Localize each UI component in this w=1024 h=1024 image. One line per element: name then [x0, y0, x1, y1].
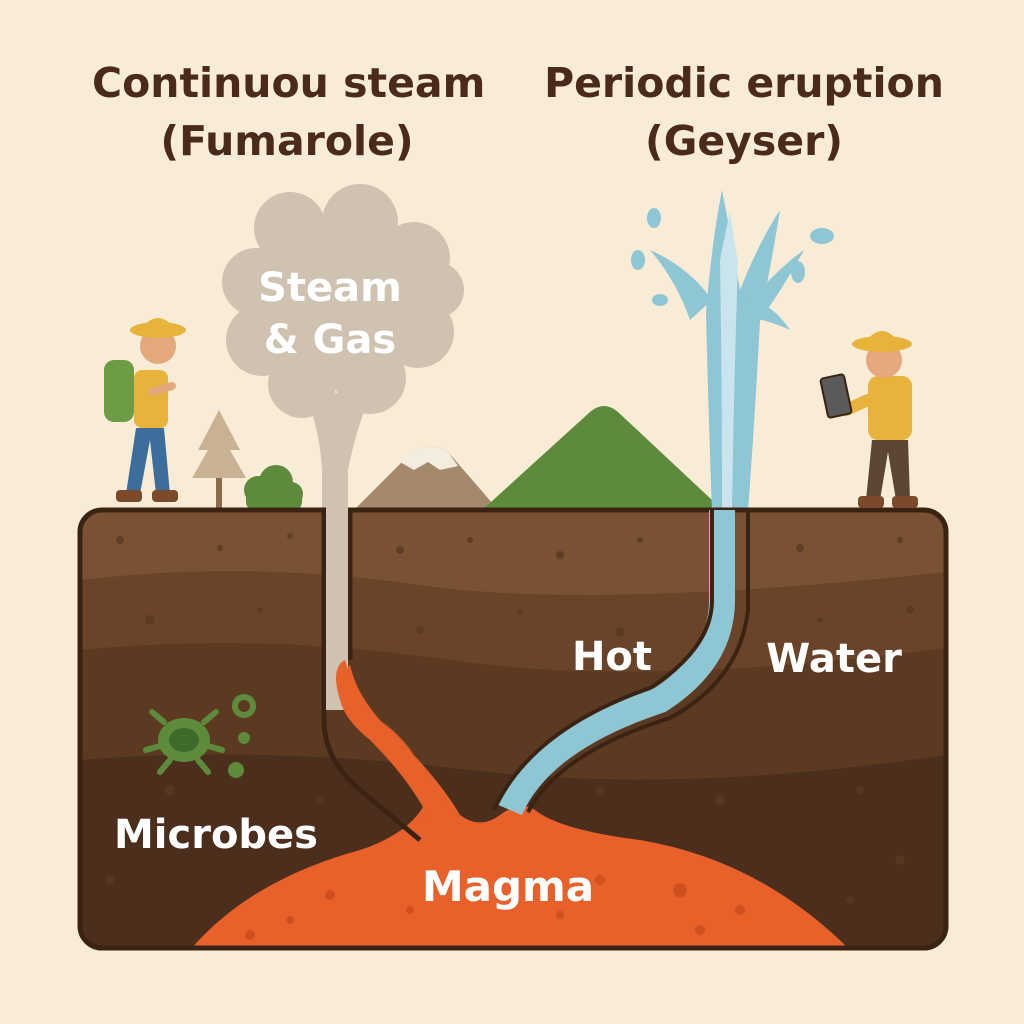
fumarole-title-line2: (Fumarole) — [160, 117, 414, 165]
researcher-icon — [840, 331, 918, 508]
volcano-icon — [352, 446, 500, 512]
bush-icon — [244, 465, 303, 510]
fumarole-title: Continuou steam (Fumarole) — [92, 54, 486, 170]
steam-label-line2: & Gas — [263, 317, 397, 363]
microbe-icon — [143, 694, 256, 778]
geyser-channel — [498, 510, 735, 816]
magma-label: Magma — [421, 862, 595, 911]
fumarole-vent — [321, 508, 422, 842]
tablet-icon — [819, 373, 853, 419]
steam-label-line1: Steam — [258, 265, 402, 311]
steam-gas-label: Steam & Gas — [240, 262, 420, 366]
geyser-title-line2: (Geyser) — [644, 117, 844, 165]
steam-column — [326, 500, 348, 710]
microbes-label: Microbes — [113, 812, 318, 858]
geyser-title-line1: Periodic eruption — [544, 59, 944, 107]
steam-cloud — [222, 184, 464, 660]
geyser-title: Periodic eruption (Geyser) — [544, 54, 944, 170]
fumarole-title-line1: Continuou steam — [92, 59, 486, 107]
hiker-icon — [104, 318, 186, 502]
magma-rise — [336, 660, 455, 820]
water-label: Water — [766, 636, 902, 682]
geyser-core — [720, 212, 738, 510]
green-hill — [480, 406, 712, 512]
hot-label: Hot — [571, 634, 653, 680]
pine-tree-icon — [192, 410, 246, 508]
